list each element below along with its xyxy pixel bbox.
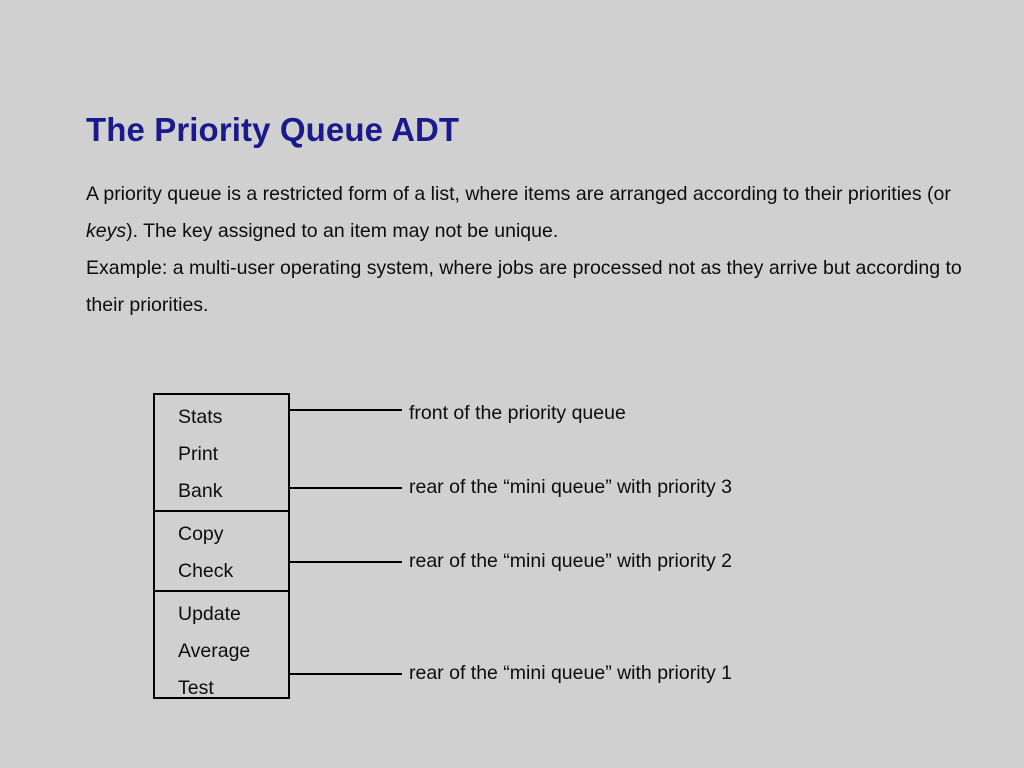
queue-item: Bank (178, 480, 223, 502)
queue-item: Test (178, 677, 214, 699)
leader-line-priority-2 (290, 561, 402, 563)
definition-text-lead: A priority queue is a restricted form of… (86, 183, 951, 205)
queue-item: Copy (178, 523, 224, 545)
body-text-block: A priority queue is a restricted form of… (86, 176, 991, 324)
priority-queue-box: Stats Print Bank Copy Check Update Avera… (153, 393, 290, 699)
mini-queue-group-priority-3: Stats Print Bank (155, 395, 288, 510)
queue-item: Update (178, 603, 241, 625)
definition-keys-emphasis: keys (86, 220, 127, 242)
leader-line-priority-3 (290, 487, 402, 489)
annotation-rear-priority-2: rear of the “mini queue” with priority 2 (409, 550, 732, 572)
mini-queue-group-priority-2: Copy Check (155, 510, 288, 590)
queue-item: Check (178, 560, 234, 582)
leader-line-front (290, 409, 402, 411)
queue-item: Stats (178, 406, 223, 428)
annotation-front-of-queue: front of the priority queue (409, 402, 626, 424)
annotation-rear-priority-1: rear of the “mini queue” with priority 1 (409, 662, 732, 684)
definition-text-tail: ). The key assigned to an item may not b… (126, 220, 559, 242)
mini-queue-group-priority-1: Update Average Test (155, 590, 288, 707)
annotation-rear-priority-3: rear of the “mini queue” with priority 3 (409, 476, 732, 498)
page-title: The Priority Queue ADT (86, 111, 460, 149)
queue-item: Average (178, 640, 251, 662)
leader-line-priority-1 (290, 673, 402, 675)
body-paragraph-example: Example: a multi-user operating system, … (86, 257, 962, 316)
body-paragraph-definition: A priority queue is a restricted form of… (86, 176, 991, 250)
queue-item: Print (178, 443, 219, 465)
